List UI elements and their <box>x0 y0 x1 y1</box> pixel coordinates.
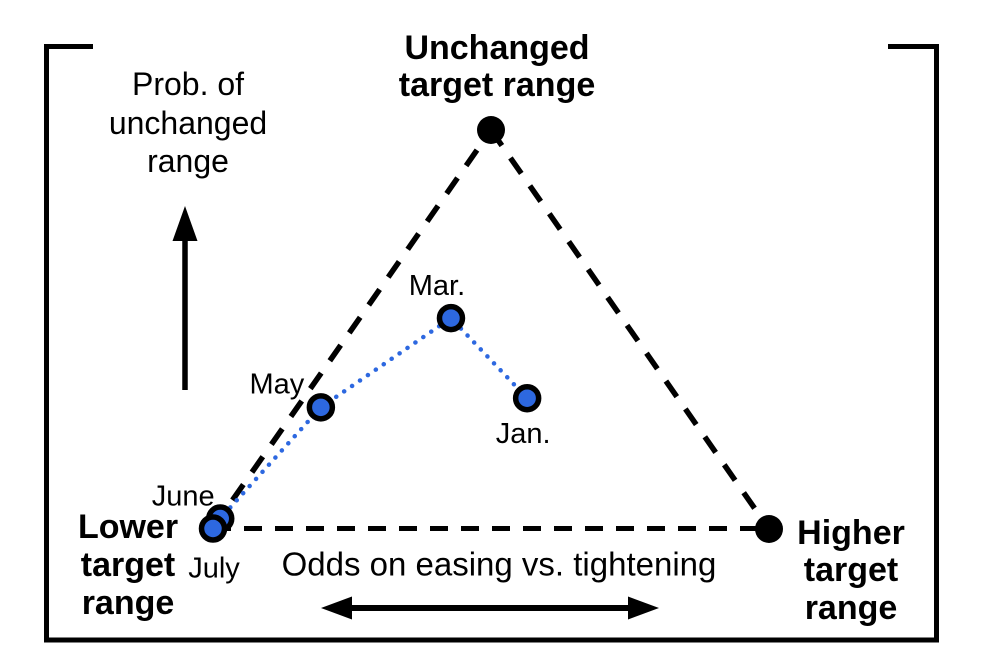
monthly-path <box>210 315 530 531</box>
data-point-label-july: July <box>188 553 240 585</box>
data-point-label-may: May <box>249 368 304 400</box>
triangle-left-edge <box>210 128 494 530</box>
prob-axis-arrow <box>172 206 198 390</box>
odds-axis-arrow <box>321 596 659 620</box>
unchanged-vertex-dot <box>477 116 505 144</box>
right-arrow-head-icon <box>628 596 659 620</box>
left-vertex-label-line3: range <box>82 584 175 622</box>
frame <box>44 44 939 643</box>
triangle-right-edge <box>488 128 772 531</box>
triangle <box>210 128 772 531</box>
x-axis-label: Odds on easing vs. tightening <box>282 546 717 583</box>
y-axis-label-line2: unchanged <box>109 105 267 141</box>
data-point-marker-jan <box>512 383 542 413</box>
data-point-marker-mar <box>436 303 466 333</box>
data-point-marker-july <box>198 514 228 543</box>
y-axis-label-line3: range <box>147 143 229 179</box>
left-vertex-label-line1: Lower <box>78 508 178 546</box>
data-point-label-jan: Jan. <box>496 418 551 450</box>
data-point-label-mar: Mar. <box>409 270 465 302</box>
higher-vertex-dot <box>755 515 783 543</box>
data-series-layer <box>210 315 530 531</box>
y-axis-label-line1: Prob. of <box>132 66 244 102</box>
right-vertex-label-line1: Higher <box>797 514 905 552</box>
up-arrow-head-icon <box>172 206 198 241</box>
top-vertex-label-line1: Unchanged <box>404 29 589 67</box>
data-point-marker-may <box>306 393 336 422</box>
left-vertex-label-line2: target <box>81 546 175 584</box>
right-vertex-label-line2: target <box>804 551 898 589</box>
left-arrow-head-icon <box>321 596 352 620</box>
data-point-label-june: June <box>152 481 215 513</box>
top-vertex-label-line2: target range <box>399 66 596 104</box>
right-vertex-label-line3: range <box>805 589 898 627</box>
